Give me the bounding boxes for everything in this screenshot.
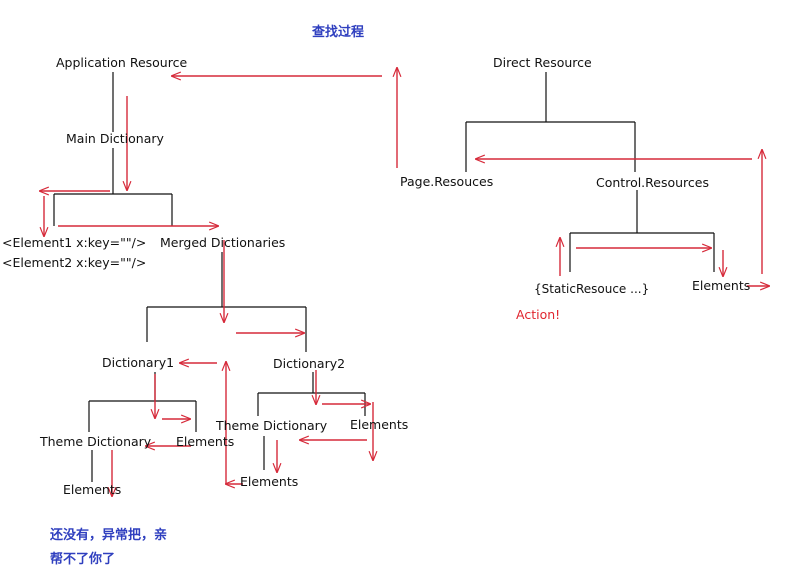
elements-theme-dictionary2-node: Elements: [240, 474, 298, 489]
elements-dictionary1-node: Elements: [176, 434, 234, 449]
lookup-arrows: [40, 68, 769, 496]
element2-node: <Element2 x:key=""/>: [2, 255, 146, 270]
diagram-title: 查找过程: [312, 25, 365, 40]
dictionary2-node: Dictionary2: [273, 356, 345, 371]
theme-dictionary-1-node: Theme Dictionary: [39, 434, 152, 449]
application-resource-node: Application Resource: [56, 55, 187, 70]
static-resource-node: {StaticResouce ...}: [534, 282, 649, 296]
elements-control-node: Elements: [692, 278, 750, 293]
merged-dictionaries-node: Merged Dictionaries: [160, 235, 285, 250]
control-resources-node: Control.Resources: [596, 175, 709, 190]
main-dictionary-node: Main Dictionary: [66, 131, 165, 146]
note-line-2: 帮不了你了: [50, 552, 116, 567]
direct-resource-node: Direct Resource: [493, 55, 592, 70]
page-resources-node: Page.Resouces: [400, 174, 493, 189]
dictionary1-node: Dictionary1: [102, 355, 174, 370]
note-line-1: 还没有，异常把，亲: [50, 528, 168, 543]
action-label: Action!: [516, 307, 561, 322]
theme-dictionary-2-node: Theme Dictionary: [215, 418, 328, 433]
element1-node: <Element1 x:key=""/>: [2, 235, 146, 250]
tree-connectors: [53, 72, 715, 482]
elements-theme-dictionary1-node: Elements: [63, 482, 121, 497]
elements-dictionary2-node: Elements: [350, 417, 408, 432]
